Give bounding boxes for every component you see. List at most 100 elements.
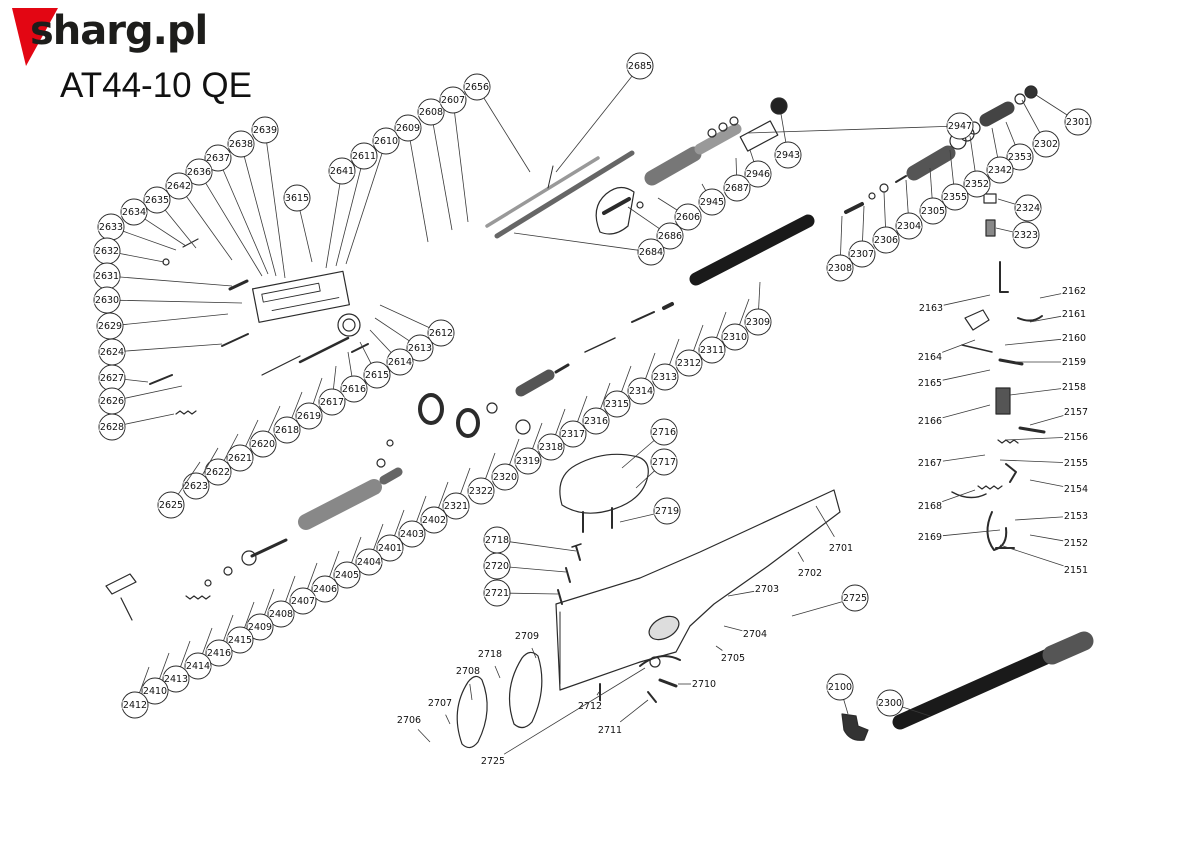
part-balloon-2312: 2312 xyxy=(675,324,704,377)
leader-line xyxy=(645,352,656,379)
part-circle xyxy=(651,363,679,391)
part-circle xyxy=(184,652,212,680)
part-circle xyxy=(398,520,426,548)
part-label-2151: 2151 xyxy=(999,544,1089,577)
part-circle xyxy=(721,323,749,351)
leader-line xyxy=(999,544,1064,567)
part-number: 2687 xyxy=(725,183,749,194)
leader-line xyxy=(942,339,976,353)
part-label-2167: 2167 xyxy=(917,454,986,470)
part-circle xyxy=(463,73,491,101)
part-number: 2311 xyxy=(700,345,724,356)
part-balloon-2401: 2401 xyxy=(376,509,405,562)
leader-line xyxy=(840,215,843,256)
leader-line xyxy=(621,440,655,469)
part-number: 2619 xyxy=(297,411,321,422)
part-number: 2711 xyxy=(598,725,622,736)
part-circle xyxy=(650,418,678,446)
part-circle xyxy=(637,238,665,266)
part-circle xyxy=(98,413,126,441)
leader-line xyxy=(997,198,1016,205)
part-number: 2686 xyxy=(658,231,682,242)
leader-line xyxy=(905,179,909,214)
part-number: 2721 xyxy=(485,588,509,599)
part-circle xyxy=(1014,194,1042,222)
part-number: 2708 xyxy=(456,666,480,677)
part-number: 2401 xyxy=(378,543,402,554)
part-balloon-2353: 2353 xyxy=(1005,121,1034,171)
part-balloon-2301: 2301 xyxy=(1035,94,1092,136)
leader-line xyxy=(119,253,165,263)
part-label-2158: 2158 xyxy=(1009,381,1087,396)
part-circle xyxy=(872,226,900,254)
leader-line xyxy=(438,481,449,508)
part-number: 2637 xyxy=(206,153,230,164)
part-number: 2342 xyxy=(988,165,1012,176)
part-balloon-2318: 2318 xyxy=(537,408,566,461)
part-number: 2709 xyxy=(515,631,539,642)
part-number: 2156 xyxy=(1064,432,1088,443)
leader-line xyxy=(902,706,931,717)
part-balloon-2635: 2635 xyxy=(143,186,197,249)
part-balloon-2626: 2626 xyxy=(98,385,183,415)
piston-parts-drawing xyxy=(418,302,674,446)
leader-line xyxy=(416,495,427,522)
part-circle xyxy=(1006,143,1034,171)
leader-line xyxy=(513,232,639,251)
leader-line xyxy=(749,149,755,162)
leader-line xyxy=(1039,293,1062,299)
part-balloon-2617: 2617 xyxy=(318,365,346,416)
part-balloon-2720: 2720 xyxy=(483,552,567,580)
leader-line xyxy=(619,513,655,523)
leader-line xyxy=(485,452,496,479)
part-number: 2629 xyxy=(98,321,122,332)
part-balloon-2402: 2402 xyxy=(420,481,449,534)
leader-line xyxy=(949,149,954,185)
part-label-2701: 2701 xyxy=(815,505,854,555)
leader-line xyxy=(266,142,286,279)
part-balloon-2314: 2314 xyxy=(627,352,656,405)
leader-line xyxy=(1004,338,1062,346)
part-number: 2627 xyxy=(100,373,124,384)
part-number: 2617 xyxy=(320,397,344,408)
part-label-2168: 2168 xyxy=(917,489,976,513)
part-balloon-2342: 2342 xyxy=(986,127,1014,184)
part-label-2156: 2156 xyxy=(1004,431,1089,444)
part-balloon-2621: 2621 xyxy=(226,419,259,472)
part-circle xyxy=(848,240,876,268)
leader-line xyxy=(531,647,537,659)
leader-line xyxy=(929,167,933,199)
part-number: 2313 xyxy=(653,372,677,383)
leader-line xyxy=(347,351,353,377)
leader-line xyxy=(1004,437,1064,441)
part-label-2706: 2706 xyxy=(396,714,431,743)
part-circle xyxy=(427,319,455,347)
part-number: 2718 xyxy=(478,649,502,660)
air-tube-drawing xyxy=(689,214,815,286)
part-balloon-2406: 2406 xyxy=(311,550,340,603)
part-number: 3615 xyxy=(285,193,309,204)
underlever-parts-drawing xyxy=(105,439,403,621)
leader-line xyxy=(1009,388,1062,396)
part-label-2705: 2705 xyxy=(715,645,746,665)
leader-line xyxy=(244,601,255,628)
part-balloon-2630: 2630 xyxy=(93,286,243,314)
leader-line xyxy=(942,404,991,419)
part-number: 2320 xyxy=(493,472,517,483)
leader-line xyxy=(123,230,177,251)
leader-line xyxy=(312,377,323,404)
leader-line xyxy=(267,405,281,433)
part-number: 2155 xyxy=(1064,458,1088,469)
part-number: 2701 xyxy=(829,543,853,554)
part-number: 2635 xyxy=(145,195,169,206)
leader-line xyxy=(379,304,430,328)
part-number: 2628 xyxy=(100,422,124,433)
leader-line xyxy=(883,191,886,228)
part-number: 2947 xyxy=(948,121,972,132)
part-balloon-2624: 2624 xyxy=(98,338,223,366)
part-balloon-2308: 2308 xyxy=(826,215,854,282)
part-number: 2323 xyxy=(1014,230,1038,241)
part-balloon-2324: 2324 xyxy=(997,194,1042,222)
leader-line xyxy=(119,299,243,304)
part-balloon-2404: 2404 xyxy=(355,523,384,576)
